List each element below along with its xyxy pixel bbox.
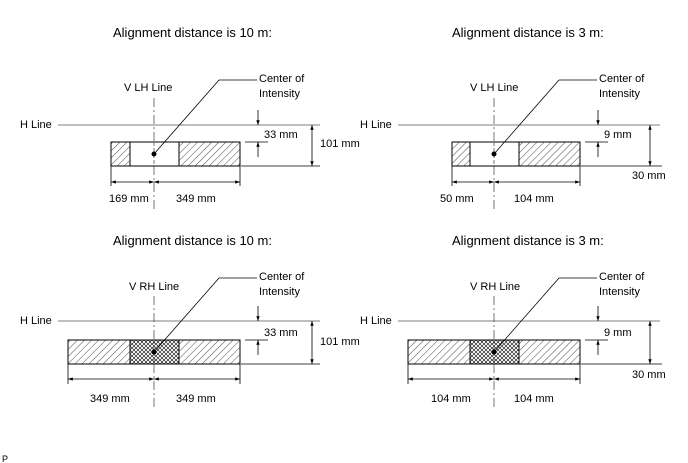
dimension-top: 9 mm [604,129,632,141]
dimension-total: 101 mm [320,336,360,348]
dimension-top: 33 mm [264,327,298,339]
dimension-right: 104 mm [514,393,554,405]
center-of-intensity-label: Center of [599,73,645,85]
footer-code: P [2,454,8,463]
vertical-line-label: V LH Line [470,82,518,94]
dimension-left: 104 mm [431,393,471,405]
dimension-total: 101 mm [320,138,360,150]
hatched-zone-left [110,141,131,167]
center-of-intensity-label-2: Intensity [259,88,300,100]
center-of-intensity-label-2: Intensity [599,88,640,100]
dimension-left: 349 mm [90,393,130,405]
hatched-zone-right [518,339,581,365]
panel-10m-lh: Alignment distance is 10 m: V LH Line Ce… [20,25,360,210]
center-of-intensity-label: Center of [259,73,305,85]
dimension-left: 169 mm [109,193,149,205]
panel-heading: Alignment distance is 10 m: [113,233,272,248]
panel-heading: Alignment distance is 3 m: [452,25,604,40]
panel-3m-lh: Alignment distance is 3 m: V LH Line Cen… [360,25,666,210]
horizontal-line-label: H Line [20,315,52,327]
center-of-intensity-label: Center of [599,271,645,283]
vertical-line-label: V RH Line [470,281,520,293]
hatched-zone-left [407,339,471,365]
panel-heading: Alignment distance is 10 m: [113,25,272,40]
vertical-line-label: V RH Line [129,281,179,293]
dimension-right: 349 mm [176,393,216,405]
hatched-zone-left [451,141,471,167]
dimension-total: 30 mm [632,170,666,182]
panel-3m-rh: Alignment distance is 3 m: V RH Line Cen… [360,233,666,408]
hatched-zone-right [178,141,241,167]
center-of-intensity-label-2: Intensity [259,286,300,298]
dimension-top: 9 mm [604,327,632,339]
center-of-intensity-label-2: Intensity [599,286,640,298]
hatched-zone-left [67,339,131,365]
panel-heading: Alignment distance is 3 m: [452,233,604,248]
crosshatched-zone [469,339,520,365]
panel-10m-rh: Alignment distance is 10 m: V RH Line Ce… [20,233,360,408]
vertical-line-label: V LH Line [124,82,172,94]
dimension-total: 30 mm [632,369,666,381]
horizontal-line-label: H Line [360,315,392,327]
dimension-right: 349 mm [176,193,216,205]
center-of-intensity-label: Center of [259,271,305,283]
hatched-zone-right [518,141,581,167]
dimension-top: 33 mm [264,129,298,141]
hatched-zone-right [178,339,241,365]
horizontal-line-label: H Line [360,119,392,131]
dimension-right: 104 mm [514,193,554,205]
horizontal-line-label: H Line [20,119,52,131]
dimension-left: 50 mm [440,193,474,205]
